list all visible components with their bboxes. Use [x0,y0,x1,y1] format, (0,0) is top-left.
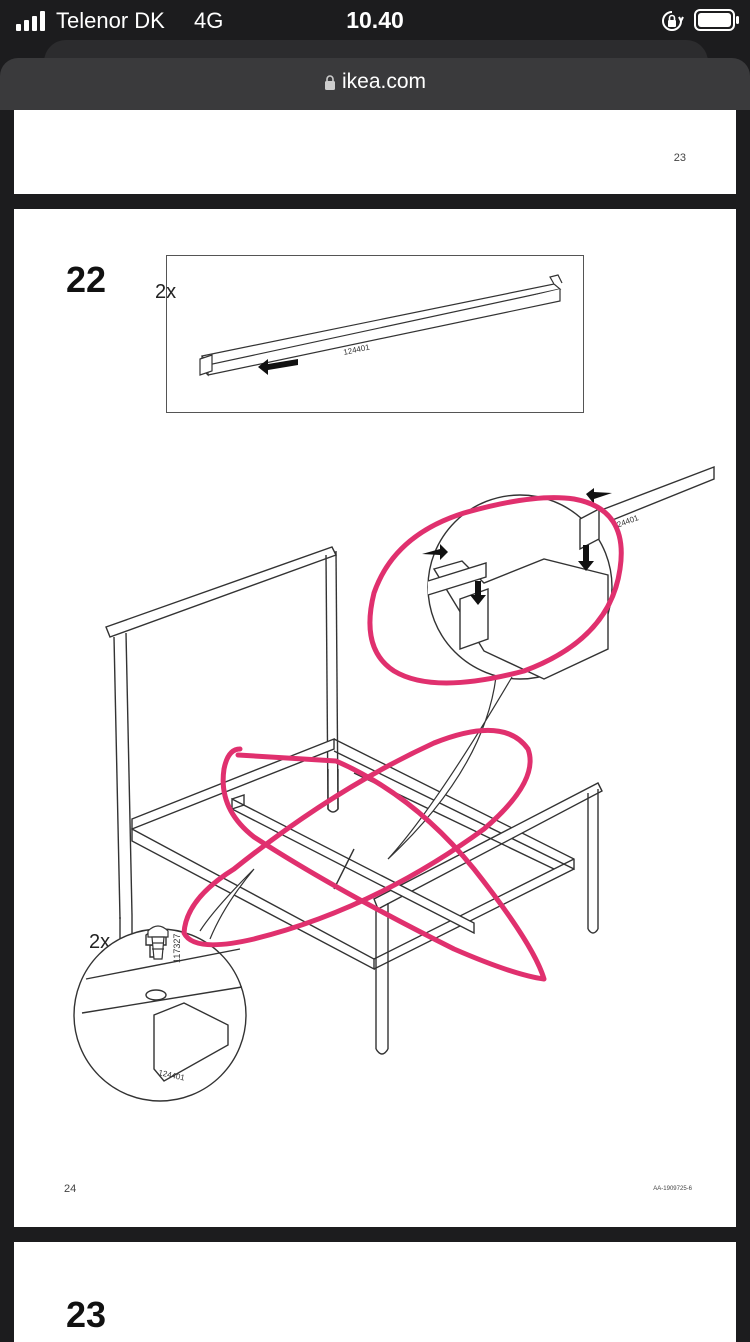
arrow-left-icon [586,488,612,504]
screw-quantity: 2x [89,931,111,953]
orientation-lock-icon [662,11,684,31]
manual-page-24: 22 2x 2x 124401 [14,209,736,1227]
detail-pointer [199,868,255,940]
step-number: 22 [66,259,107,300]
manual-page-23: 23 [14,110,736,194]
arrow-left-icon [258,359,298,375]
manual-page-next: 23 [14,1242,736,1342]
handwritten-annotation [181,495,624,982]
status-bar: Telenor DK 4G 10.40 [0,0,750,44]
battery-icon [694,9,739,31]
part-quantity: 2x [155,281,177,303]
step-number: 23 [66,1294,107,1335]
arrow-down-icon [470,545,594,605]
clock: 10.40 [346,7,404,33]
arrow-right-icon [422,544,448,560]
screw-illustration [147,925,169,960]
bed-frame-illustration [105,546,603,1055]
detail-pointer [387,676,513,860]
carrier-name: Telenor DK [56,8,165,33]
browser-url-bar[interactable]: ikea.com [0,58,750,110]
document-reference: AA-1909725-6 [653,1186,692,1192]
assembly-drawing: 124401 [73,274,715,1102]
page-number: 24 [64,1183,77,1195]
lock-icon [324,75,335,90]
rail-part-illustration [199,274,563,377]
page-number: 23 [673,152,686,164]
detail-circle-bottom [73,928,247,1102]
screw-code-label: 117327 [172,934,182,963]
url-text[interactable]: ikea.com [341,70,427,93]
signal-icon [16,11,45,31]
parts-box [166,255,584,413]
network-type: 4G [194,8,224,33]
